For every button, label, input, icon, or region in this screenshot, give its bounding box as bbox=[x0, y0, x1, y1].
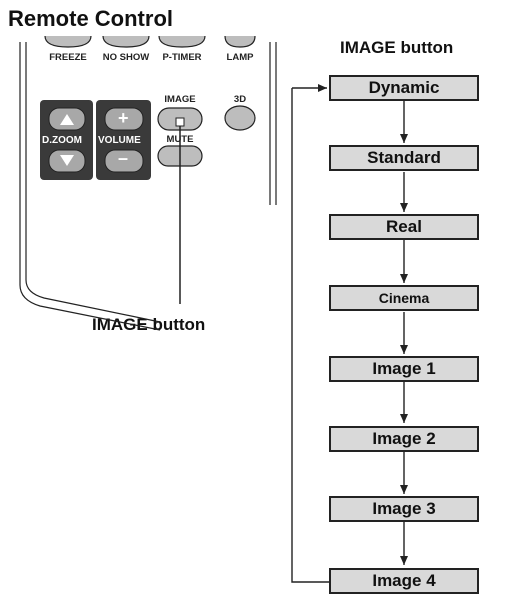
page-title: Remote Control bbox=[8, 6, 173, 31]
mode-real: Real bbox=[329, 214, 479, 240]
label-noshow: NO SHOW bbox=[102, 52, 150, 63]
label-volume: VOLUME bbox=[98, 135, 141, 146]
mode-image-2: Image 2 bbox=[329, 426, 479, 452]
arrow-up-icon bbox=[60, 114, 74, 125]
mode-image-1: Image 1 bbox=[329, 356, 479, 382]
volume-minus-button bbox=[104, 149, 144, 173]
top-row-buttons bbox=[44, 35, 256, 48]
minus-icon: – bbox=[118, 148, 129, 168]
mode-image-3: Image 3 bbox=[329, 496, 479, 522]
mode-dynamic: Dynamic bbox=[329, 75, 479, 101]
label-dzoom: D.ZOOM bbox=[42, 135, 82, 146]
loop-back-line bbox=[291, 84, 329, 583]
mode-image-4: Image 4 bbox=[329, 568, 479, 594]
label-3d: 3D bbox=[233, 94, 247, 105]
arrow-down-icon bbox=[60, 155, 74, 166]
label-image: IMAGE bbox=[164, 94, 196, 105]
image-button-caption-top: IMAGE button bbox=[340, 38, 454, 57]
image-button-caption-left: IMAGE button bbox=[92, 315, 206, 334]
label-freeze: FREEZE bbox=[49, 52, 87, 63]
threed-button bbox=[224, 105, 256, 131]
plus-icon: + bbox=[118, 108, 129, 128]
volume-plus-button bbox=[104, 107, 144, 131]
label-lamp: LAMP bbox=[226, 52, 254, 63]
mode-cinema: Cinema bbox=[329, 285, 479, 311]
remote-outline bbox=[19, 42, 277, 331]
label-mute: MUTE bbox=[166, 134, 194, 145]
mode-standard: Standard bbox=[329, 145, 479, 171]
label-ptimer: P-TIMER bbox=[162, 52, 202, 63]
